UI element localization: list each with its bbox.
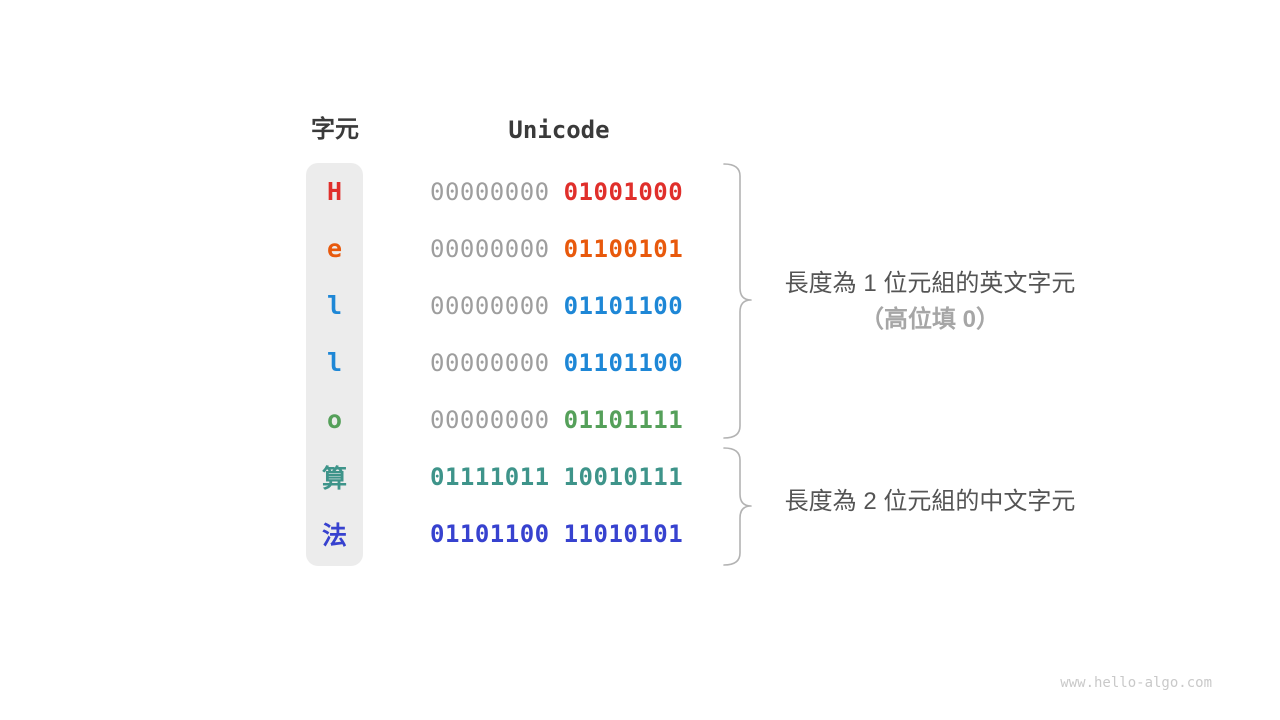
unicode-byte-high: 00000000	[430, 177, 550, 206]
character-cell: o	[326, 405, 343, 434]
unicode-byte-high: 01101100	[430, 519, 550, 548]
column-header-unicode: Unicode	[508, 116, 610, 144]
table-row: o 00000000 01101111	[0, 391, 1280, 448]
unicode-byte-high: 01111011	[430, 462, 550, 491]
unicode-binary: 00000000 01100101	[430, 220, 750, 277]
column-header-character: 字元	[311, 116, 359, 143]
unicode-byte-low: 10010111	[563, 462, 684, 491]
table-row: l 00000000 01101100	[0, 277, 1280, 334]
unicode-binary: 01101100 11010101	[430, 505, 750, 562]
table-row: l 00000000 01101100	[0, 334, 1280, 391]
unicode-binary: 00000000 01101100	[430, 277, 750, 334]
unicode-binary: 00000000 01101111	[430, 391, 750, 448]
unicode-binary: 00000000 01001000	[430, 163, 750, 220]
table-row: H 00000000 01001000	[0, 163, 1280, 220]
character-cell: l	[326, 291, 343, 320]
brace-chinese-group	[723, 447, 752, 566]
watermark: www.hello-algo.com	[1060, 675, 1212, 691]
unicode-byte-low: 01101100	[563, 291, 684, 320]
character-cell: 法	[321, 520, 347, 550]
brace-english-path	[723, 163, 752, 439]
table-row: 算 01111011 10010111	[0, 448, 1280, 505]
unicode-byte-low: 01100101	[563, 234, 684, 263]
character-cell: 算	[321, 463, 347, 493]
unicode-binary: 00000000 01101100	[430, 334, 750, 391]
unicode-byte-high: 00000000	[430, 291, 550, 320]
annotation-english-line2: （高位填 0）	[859, 306, 1000, 333]
unicode-byte-low: 01101100	[563, 348, 684, 377]
table-row: 法 01101100 11010101	[0, 505, 1280, 562]
brace-chinese-path	[723, 447, 752, 566]
unicode-binary: 01111011 10010111	[430, 448, 750, 505]
table-row: e 00000000 01100101	[0, 220, 1280, 277]
character-cell: e	[326, 234, 343, 263]
unicode-byte-high: 00000000	[430, 405, 550, 434]
annotation-english-line1: 長度為 1 位元組的英文字元	[784, 270, 1076, 297]
character-cell: l	[326, 348, 343, 377]
brace-english-group	[723, 163, 752, 439]
character-cell: H	[326, 177, 343, 206]
unicode-byte-low: 01101111	[563, 405, 684, 434]
unicode-byte-high: 00000000	[430, 348, 550, 377]
unicode-byte-low: 11010101	[563, 519, 684, 548]
unicode-byte-high: 00000000	[430, 234, 550, 263]
character-column-background	[306, 163, 363, 566]
unicode-byte-low: 01001000	[563, 177, 684, 206]
annotation-chinese-line1: 長度為 2 位元組的中文字元	[784, 488, 1076, 515]
